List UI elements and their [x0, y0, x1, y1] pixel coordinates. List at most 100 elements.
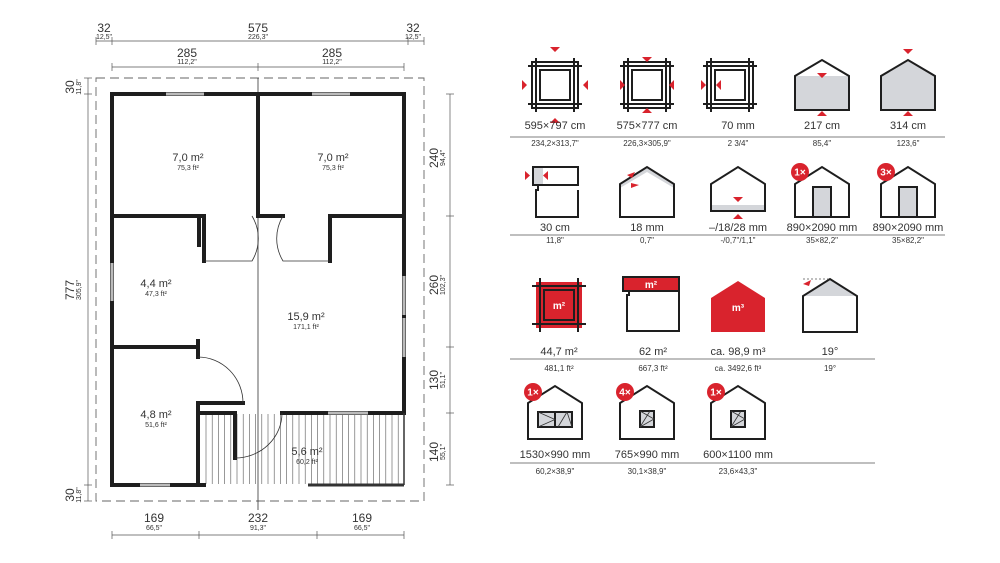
dim-label: 32: [406, 21, 420, 35]
quantity-badge-label: 4×: [619, 388, 631, 399]
dim-label: 32: [97, 21, 111, 35]
spec-imperial-value: 19°: [824, 364, 836, 373]
dim-label: 260: [427, 275, 441, 295]
dim-label: 30: [63, 80, 77, 94]
spec-metric-value: 18 mm: [630, 222, 664, 234]
spec-metric-value: 600×1100 mm: [703, 449, 773, 461]
left-dimension: 30 11,8" 777 305,9" 30 11,8": [63, 77, 92, 503]
quantity-badge: [524, 383, 542, 401]
spec-imperial-value: 234,2×313,7": [531, 139, 579, 148]
spec-metric-value: 19°: [822, 346, 839, 358]
door-swing: [276, 215, 330, 262]
dim-label: 169: [144, 511, 164, 525]
roof-area-icon: m²: [622, 276, 680, 332]
porch-decking: [205, 414, 399, 484]
spec-metric-value: 217 cm: [804, 120, 840, 132]
dim-label: 102,3": [440, 274, 447, 295]
spec-imperial-value: 123,6": [897, 139, 920, 148]
room-area-ft: 47,3 ft²: [145, 291, 167, 298]
spec-metric-value: 575×777 cm: [617, 120, 678, 132]
dim-label: 112,2": [177, 59, 197, 66]
room-labels: 7,0 m² 75,3 ft² 7,0 m² 75,3 ft² 4,4 m² 4…: [140, 152, 349, 466]
window-icon: 4×: [616, 383, 675, 440]
wall-height-icon: [794, 58, 850, 116]
spec-imperial-value: 85,4": [813, 139, 832, 148]
dim-label: 51,1": [440, 371, 447, 388]
spec-labels: 595×797 cm 234,2×313,7" 575×777 cm 226,3×30…: [520, 120, 944, 476]
spec-metric-value: 314 cm: [890, 120, 926, 132]
dim-label: 66,5": [146, 525, 163, 532]
floor-area-icon: m²: [532, 278, 586, 332]
spec-imperial-value: 35×82,2": [892, 236, 924, 245]
spec-metric-value: –/18/28 mm: [709, 222, 767, 234]
window-icon: 1×: [707, 383, 766, 440]
dim-label: 169: [352, 511, 372, 525]
spec-imperial-value: 226,3×305,9": [623, 139, 671, 148]
spec-metric-value: 30 cm: [540, 222, 570, 234]
dim-label: 11,8": [76, 487, 83, 503]
dim-label: 66,5": [354, 525, 371, 532]
roof-outline: [95, 77, 425, 502]
quantity-badge-label: 1×: [710, 388, 722, 399]
dim-label: 240: [427, 148, 441, 168]
spec-imperial-value: 481,1 ft²: [544, 364, 574, 373]
right-dimension: 240 94,4" 260 102,3" 130 51,1" 140 55,1": [427, 93, 454, 486]
door-icon: 3×: [877, 163, 936, 218]
ridge-height-icon: [880, 49, 936, 116]
floor-plan: 32 12,5" 575 226,3" 32 12,5" 285 112,2" …: [63, 21, 454, 539]
spec-imperial-value: -/0,7"/1,1": [720, 236, 755, 245]
dim-label: 140: [427, 442, 441, 462]
windows: [110, 92, 406, 487]
spec-metric-value: 765×990 mm: [615, 449, 680, 461]
room-area-ft: 75,3 ft²: [177, 165, 199, 172]
dim-label: 777: [63, 280, 77, 300]
room-area-ft: 75,3 ft²: [322, 165, 344, 172]
dim-label: 130: [427, 370, 441, 390]
dim-label: 285: [177, 46, 197, 60]
dim-label: 94,4": [440, 149, 447, 166]
top-dimension: 32 12,5" 575 226,3" 32 12,5" 285 112,2" …: [95, 21, 425, 71]
bottom-dimension: 169 66,5" 232 91,3" 169 66,5": [111, 511, 405, 539]
dim-label: 11,8": [76, 79, 83, 95]
spec-imperial-value: 0,7": [640, 236, 654, 245]
quantity-badge-label: 3×: [880, 168, 892, 179]
wall-thickness-icon: [701, 58, 757, 112]
icon-unit-label: m²: [645, 280, 658, 291]
spec-metric-value: 595×797 cm: [525, 120, 586, 132]
quantity-badge: [877, 163, 895, 181]
dim-label: 91,3": [250, 525, 267, 532]
door-swing: [234, 412, 283, 459]
spec-imperial-value: 2 3/4": [728, 139, 749, 148]
spec-metric-value: 1530×990 mm: [520, 449, 591, 461]
spec-metric-value: 890×2090 mm: [787, 222, 858, 234]
dim-label: 30: [63, 488, 77, 502]
dim-label: 305,9": [76, 279, 83, 300]
dim-label: 226,3": [248, 34, 269, 41]
roof-overhang-icon: [525, 166, 579, 218]
spec-imperial-value: 30,1×38,9": [628, 467, 667, 476]
doors: [197, 215, 330, 459]
spec-imperial-value: 35×82,2": [806, 236, 838, 245]
quantity-badge-label: 1×: [527, 388, 539, 399]
dim-label: 232: [248, 511, 268, 525]
dim-label: 285: [322, 46, 342, 60]
spec-grid: 1× 3× m² m² m³: [510, 47, 945, 476]
spec-imperial-value: 11,8": [546, 236, 564, 245]
spec-metric-value: ca. 98,9 m³: [710, 346, 765, 358]
door-swing: [205, 215, 259, 262]
spec-imperial-value: ca. 3492,6 ft³: [715, 364, 762, 373]
spec-metric-value: 44,7 m²: [540, 346, 578, 358]
icon-unit-label: m³: [732, 303, 745, 314]
spec-imperial-value: 23,6×43,3": [719, 467, 758, 476]
roof-pitch-icon: [802, 277, 858, 333]
icon-unit-label: m²: [553, 301, 566, 312]
dim-label: 112,2": [322, 59, 342, 66]
spec-imperial-value: 667,3 ft²: [638, 364, 668, 373]
quantity-badge: [791, 163, 809, 181]
room-area-ft: 51,6 ft²: [145, 422, 167, 429]
room-area: 4,4 m²: [140, 278, 172, 290]
door-icon: 1×: [791, 163, 850, 218]
spec-metric-value: 62 m²: [639, 346, 667, 358]
volume-icon: m³: [711, 281, 765, 332]
